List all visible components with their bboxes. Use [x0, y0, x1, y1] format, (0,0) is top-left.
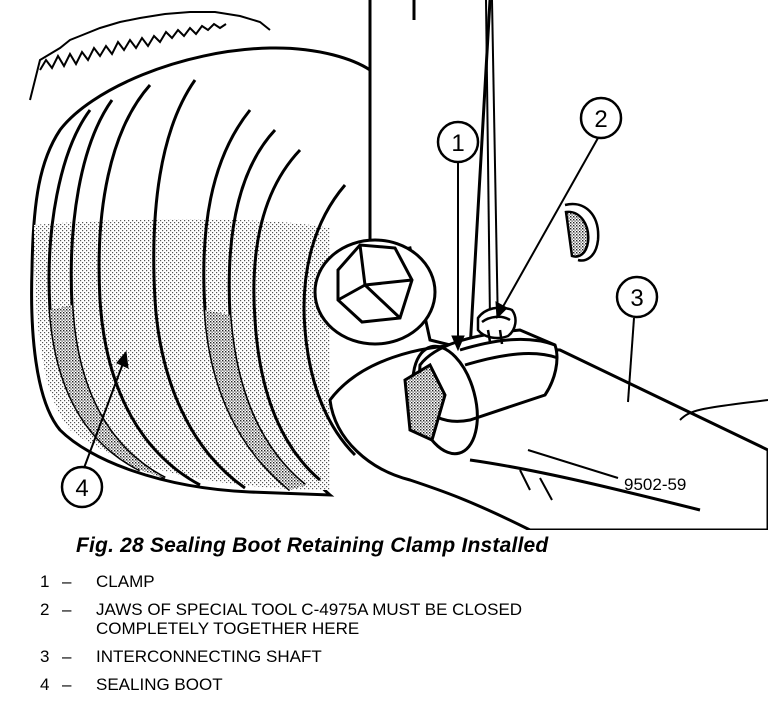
callout-4: 4: [60, 465, 104, 509]
leader-3: [627, 317, 635, 403]
legend-item: 3 – INTERCONNECTING SHAFT: [40, 647, 760, 666]
gear-teeth: [29, 11, 271, 101]
boot-shading: [50, 305, 305, 490]
legend-dash: –: [62, 647, 72, 666]
callout-1-label: 1: [451, 130, 464, 157]
callout-3: 3: [615, 275, 659, 319]
leader-2: [499, 137, 599, 313]
clamp-ear: [476, 306, 517, 345]
legend-item: 2 – JAWS OF SPECIAL TOOL C-4975A MUST BE…: [40, 600, 760, 638]
legend-number: 1: [40, 572, 50, 591]
arrowheads: [116, 301, 508, 369]
legend-text: CLAMP: [96, 572, 155, 591]
small-nut: [564, 202, 600, 262]
legend-dash: –: [62, 675, 72, 694]
part-number: 9502-59: [624, 475, 686, 494]
legend: 1 – CLAMP 2 – JAWS OF SPECIAL TOOL C-497…: [40, 572, 760, 703]
legend-item: 4 – SEALING BOOT: [40, 675, 760, 694]
callout-4-label: 4: [75, 475, 88, 502]
legend-number: 3: [40, 647, 50, 666]
legend-text: SEALING BOOT: [96, 675, 223, 694]
legend-text: INTERCONNECTING SHAFT: [96, 647, 322, 666]
callout-2: 2: [579, 96, 623, 140]
hex-bolt: [313, 238, 437, 346]
legend-item: 1 – CLAMP: [40, 572, 760, 591]
leader-lines: [83, 137, 635, 479]
callout-3-label: 3: [630, 285, 643, 312]
callout-1: 1: [436, 120, 480, 164]
legend-text: JAWS OF SPECIAL TOOL C-4975A MUST BE CLO…: [96, 600, 523, 638]
leader-4: [83, 357, 126, 469]
legend-dash: –: [62, 572, 72, 591]
callout-2-label: 2: [594, 106, 607, 133]
figure-caption: Fig. 28 Sealing Boot Retaining Clamp Ins…: [76, 534, 549, 557]
clamp-band: [403, 328, 559, 456]
clamp-illustration: 1 2 3 4 9502-59: [29, 0, 768, 530]
legend-number: 2: [40, 600, 50, 619]
legend-dash: –: [62, 600, 72, 619]
leader-part-number: [527, 449, 619, 479]
legend-number: 4: [40, 675, 50, 694]
